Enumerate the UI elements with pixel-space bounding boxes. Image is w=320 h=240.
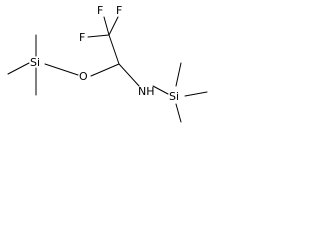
atom-f-top-right: F (116, 4, 122, 17)
atom-silicon-left: Si (30, 56, 40, 69)
bond-cf3-f-top-right (108, 16, 119, 36)
bond-nh-si-right (152, 85, 169, 95)
bond-ch-nh (118, 63, 140, 87)
bond-si-right-methyl-right (184, 91, 208, 97)
bond-ch-o (90, 63, 120, 77)
atom-oxygen: O (79, 70, 88, 83)
atom-labels: F F F O NH Si Si (30, 4, 179, 103)
bond-cf3-ch (108, 34, 120, 65)
atom-silicon-right: Si (169, 90, 179, 103)
atom-f-middle: F (79, 31, 85, 44)
bond-si-left-methyl-left (7, 62, 30, 75)
bond-si-right-methyl-up (175, 62, 182, 87)
chemical-structure: F F F O NH Si Si (7, 4, 208, 123)
bonds (7, 16, 208, 123)
bond-cf3-f-top-left (103, 16, 110, 36)
atom-f-top-left: F (97, 4, 103, 17)
atom-nitrogen-hydrogen: NH (138, 85, 155, 98)
bond-cf3-f-middle (87, 34, 110, 38)
bond-si-right-methyl-down (175, 103, 182, 123)
bond-o-si-left (44, 63, 79, 76)
